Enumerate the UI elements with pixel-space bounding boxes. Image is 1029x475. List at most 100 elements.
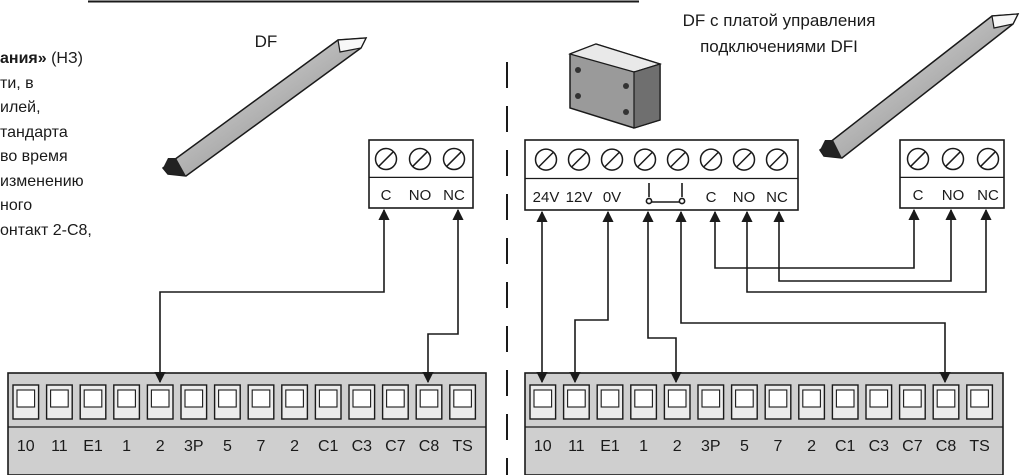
- terminal-screw: [802, 389, 821, 408]
- description-bold: ания»: [0, 50, 47, 67]
- description-text-part: изменению: [0, 172, 84, 190]
- terminal-label: TS: [452, 438, 472, 455]
- description-line: ти, в: [0, 72, 92, 97]
- terminal-screw: [386, 389, 405, 408]
- left-df-connector: C NO NC: [368, 139, 474, 209]
- screw-slot: [637, 152, 653, 168]
- screw-slot: [910, 151, 926, 167]
- screw-slot: [980, 151, 996, 167]
- description-text-part: ного: [0, 197, 33, 214]
- terminal-screw: [50, 389, 69, 408]
- photocell-df-left-image: [161, 37, 368, 177]
- terminal-screw: [634, 389, 653, 408]
- wire-left-c-to-2: [154, 208, 390, 384]
- connector-label: NC: [766, 189, 788, 206]
- terminal-screw: [150, 389, 170, 408]
- terminal-label: 5: [740, 438, 749, 455]
- terminal-screw: [567, 389, 586, 408]
- terminal-label: C7: [385, 438, 406, 455]
- screw-slot: [412, 151, 428, 167]
- terminal-screw: [318, 389, 338, 408]
- wire-no-to-df-nc: [741, 208, 992, 293]
- screw-slot: [945, 151, 961, 167]
- connector-housing: [524, 139, 799, 211]
- terminal-label: E1: [83, 438, 103, 455]
- terminal-label: C1: [835, 438, 856, 455]
- terminal-screw: [83, 389, 103, 408]
- terminal-screw: [768, 389, 788, 408]
- description-text-part: ти, в: [0, 74, 34, 92]
- connector-label: 0V: [603, 189, 621, 206]
- screw-slot: [446, 151, 462, 167]
- description-line: илей,: [0, 96, 92, 121]
- dfi-board-connector: 24V 12V 0V C NO NC: [524, 139, 799, 211]
- terminal-screw: [667, 389, 687, 408]
- screw-slot: [378, 151, 394, 167]
- connector-label: C: [706, 189, 717, 206]
- terminal-screw: [936, 389, 956, 408]
- terminal-screw: [352, 389, 372, 408]
- terminal-screw: [285, 389, 304, 408]
- description-line: тандарта: [0, 121, 92, 146]
- wiring: [154, 208, 992, 384]
- dfi-module-image: [568, 43, 663, 129]
- terminal-label: 1: [639, 438, 648, 455]
- terminal-label: C8: [936, 438, 957, 455]
- wire-contact-to-2: [642, 210, 682, 384]
- screw-slot: [769, 152, 785, 168]
- terminal-screw: [835, 389, 855, 408]
- connector-label: C: [381, 187, 392, 204]
- terminal-screw: [218, 389, 237, 408]
- terminal-label: 11: [51, 438, 68, 455]
- relay-contact-symbol: [645, 183, 686, 205]
- screw-slot: [604, 152, 620, 168]
- terminal-label: 3P: [701, 438, 721, 455]
- terminal-label: 7: [774, 438, 783, 455]
- wire-12v-to-11: [569, 210, 614, 384]
- terminal-label: 11: [568, 438, 585, 455]
- description-text-part: онтакт 2-C8,: [0, 221, 92, 239]
- terminal-label: C3: [869, 438, 890, 455]
- description-text-part: илей,: [0, 99, 41, 116]
- connector-label: NO: [409, 187, 432, 204]
- description-text-part: тандарта: [0, 123, 68, 141]
- terminal-label: 2: [673, 438, 682, 455]
- terminal-label: 1: [122, 438, 131, 455]
- connector-label: C: [913, 187, 924, 204]
- terminal-label: 5: [223, 438, 232, 455]
- terminal-label: E1: [600, 438, 620, 455]
- description-line: ания» (НЗ): [0, 47, 92, 72]
- connector-label: NO: [733, 189, 756, 206]
- terminal-screw: [533, 389, 553, 408]
- terminal-label: 3P: [184, 438, 204, 455]
- terminal-screw: [600, 389, 620, 408]
- terminal-screw: [903, 389, 922, 408]
- terminal-screw: [184, 389, 204, 408]
- terminal-screw: [419, 389, 439, 408]
- connector-label: 24V: [533, 189, 560, 206]
- connector-label: 12V: [566, 189, 593, 206]
- connector-label: NO: [942, 187, 965, 204]
- description-line: во время: [0, 145, 92, 170]
- wire-nc-to-df-no: [773, 208, 957, 282]
- terminal-label: TS: [969, 438, 989, 455]
- terminal-label: C1: [318, 438, 339, 455]
- screw-slot: [736, 152, 752, 168]
- terminal-screw: [16, 389, 36, 408]
- wire-left-nc-to-c8: [422, 208, 464, 384]
- connector-label: NC: [443, 187, 465, 204]
- description-line: изменению: [0, 170, 92, 195]
- description-text-part: (НЗ): [46, 50, 83, 67]
- terminal-label: C8: [419, 438, 440, 455]
- right-device-title: DF с платой управления подключениями DFI: [682, 11, 876, 56]
- description-text: ания» (НЗ) ти, в илей, тандарта во время изме…: [0, 47, 92, 243]
- terminal-label: C3: [352, 438, 373, 455]
- terminal-label: 2: [290, 438, 299, 455]
- wire-c-to-df-c: [709, 208, 920, 269]
- terminal-label: 2: [156, 438, 165, 455]
- screw-slot: [670, 152, 686, 168]
